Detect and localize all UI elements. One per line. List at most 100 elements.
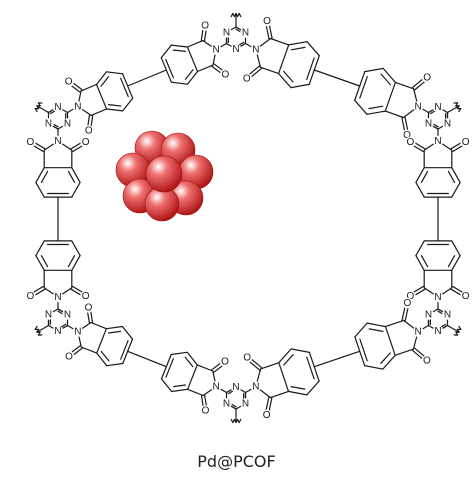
- imide-bond: [90, 321, 108, 330]
- svg-text:N: N: [54, 292, 61, 303]
- svg-text:N: N: [45, 310, 52, 321]
- carbonyl-bond: [401, 117, 406, 132]
- carbonyl-bond: [413, 141, 426, 150]
- arene-bond: [71, 240, 81, 257]
- svg-text:O: O: [407, 137, 415, 148]
- carbonyl-bond: [450, 288, 463, 297]
- ring-fusion-bond: [278, 44, 290, 75]
- arene-double-bond: [359, 338, 368, 362]
- triazine-nitrogen: N: [442, 309, 453, 321]
- ring-fusion-bond: [278, 362, 290, 392]
- svg-text:N: N: [434, 292, 441, 303]
- carbonyl-bond: [71, 285, 85, 294]
- carbonyl-oxygen: O: [25, 136, 36, 148]
- arene-double-bond: [380, 352, 391, 364]
- svg-text:O: O: [404, 298, 412, 309]
- carbonyl-bond: [414, 80, 426, 91]
- imide-nitrogen: N: [52, 135, 64, 147]
- arene-bond: [71, 167, 81, 183]
- arene-bond: [171, 388, 189, 393]
- arene-bond: [451, 167, 461, 183]
- arene-double-bond: [380, 73, 391, 86]
- carbonyl-oxygen: O: [460, 290, 471, 302]
- carbonyl-bond: [452, 144, 464, 153]
- triazine-nitrogen: N: [442, 118, 453, 130]
- carbonyl-bond: [200, 27, 204, 42]
- arene-bond: [106, 362, 124, 367]
- network-continuation: [230, 418, 242, 424]
- triazine-nitrogen: N: [230, 43, 242, 55]
- carbonyl-oxygen: O: [460, 136, 471, 148]
- arene-bond: [354, 322, 368, 338]
- arene-bond: [415, 167, 425, 183]
- arene-bond: [451, 181, 461, 198]
- arene-double-bond: [290, 386, 306, 390]
- svg-text:N: N: [425, 310, 432, 321]
- carbonyl-bond: [31, 144, 45, 153]
- biaryl-bond: [126, 69, 167, 87]
- imide-bond: [196, 364, 214, 372]
- arene-bond: [160, 378, 173, 393]
- arene-bond: [170, 81, 189, 85]
- ring-fusion-bond: [186, 46, 199, 73]
- svg-text:O: O: [263, 16, 271, 27]
- carbonyl-bond: [211, 361, 222, 371]
- imide-bond: [260, 362, 280, 370]
- carbonyl-bond: [71, 81, 83, 91]
- arene-double-bond: [107, 103, 122, 107]
- arene-bond: [288, 41, 308, 46]
- svg-text:O: O: [423, 356, 431, 367]
- carbonyl-bond: [450, 141, 463, 150]
- svg-text:O: O: [243, 74, 251, 85]
- network-continuation: [34, 102, 43, 113]
- network-continuation: [230, 12, 242, 18]
- arene-bond: [278, 72, 292, 89]
- svg-text:O: O: [201, 20, 209, 31]
- arene-bond: [290, 83, 310, 89]
- carbonyl-bond: [33, 141, 46, 150]
- carbonyl-bond: [87, 114, 91, 128]
- triazine-nitrogen: N: [221, 398, 232, 410]
- svg-text:O: O: [462, 137, 470, 148]
- carbonyl-oxygen: O: [261, 409, 272, 421]
- imide-nitrogen: N: [52, 291, 64, 303]
- triazine-nitrogen: N: [43, 118, 54, 130]
- svg-text:N: N: [434, 102, 441, 113]
- imide-bond: [269, 390, 290, 399]
- imide-bond: [196, 64, 214, 73]
- imide-nitrogen: N: [412, 326, 424, 338]
- svg-text:N: N: [74, 327, 81, 338]
- arene-bond: [71, 181, 81, 198]
- arene-bond: [35, 240, 45, 257]
- carbonyl-bond: [413, 288, 426, 297]
- imide-bond: [187, 388, 204, 397]
- svg-text:O: O: [263, 410, 271, 421]
- arene-bond: [71, 255, 81, 271]
- arene-bond: [96, 352, 108, 367]
- arene-bond: [366, 110, 386, 115]
- imide-nitrogen: N: [210, 381, 222, 393]
- svg-text:N: N: [223, 28, 230, 39]
- arene-bond: [186, 351, 198, 366]
- svg-text:N: N: [232, 382, 239, 393]
- svg-text:N: N: [54, 102, 61, 113]
- svg-text:N: N: [414, 327, 421, 338]
- arene-double-bond: [184, 69, 194, 80]
- triazine-nitrogen: N: [62, 309, 73, 321]
- imide-nitrogen: N: [432, 135, 444, 147]
- svg-text:N: N: [242, 399, 249, 410]
- svg-text:N: N: [232, 44, 239, 55]
- triazine-substituent-bond: [37, 105, 50, 114]
- arene-bond: [364, 365, 384, 370]
- carbonyl-bond: [204, 394, 208, 408]
- svg-text:N: N: [252, 45, 259, 56]
- svg-text:O: O: [403, 130, 411, 141]
- imide-nitrogen: N: [412, 101, 424, 113]
- svg-text:N: N: [223, 399, 230, 410]
- carbonyl-oxygen: O: [63, 76, 74, 88]
- arene-bond: [186, 70, 199, 85]
- svg-text:N: N: [212, 45, 219, 56]
- svg-text:O: O: [222, 69, 230, 80]
- figure-caption: Pd@PCOF: [197, 452, 276, 471]
